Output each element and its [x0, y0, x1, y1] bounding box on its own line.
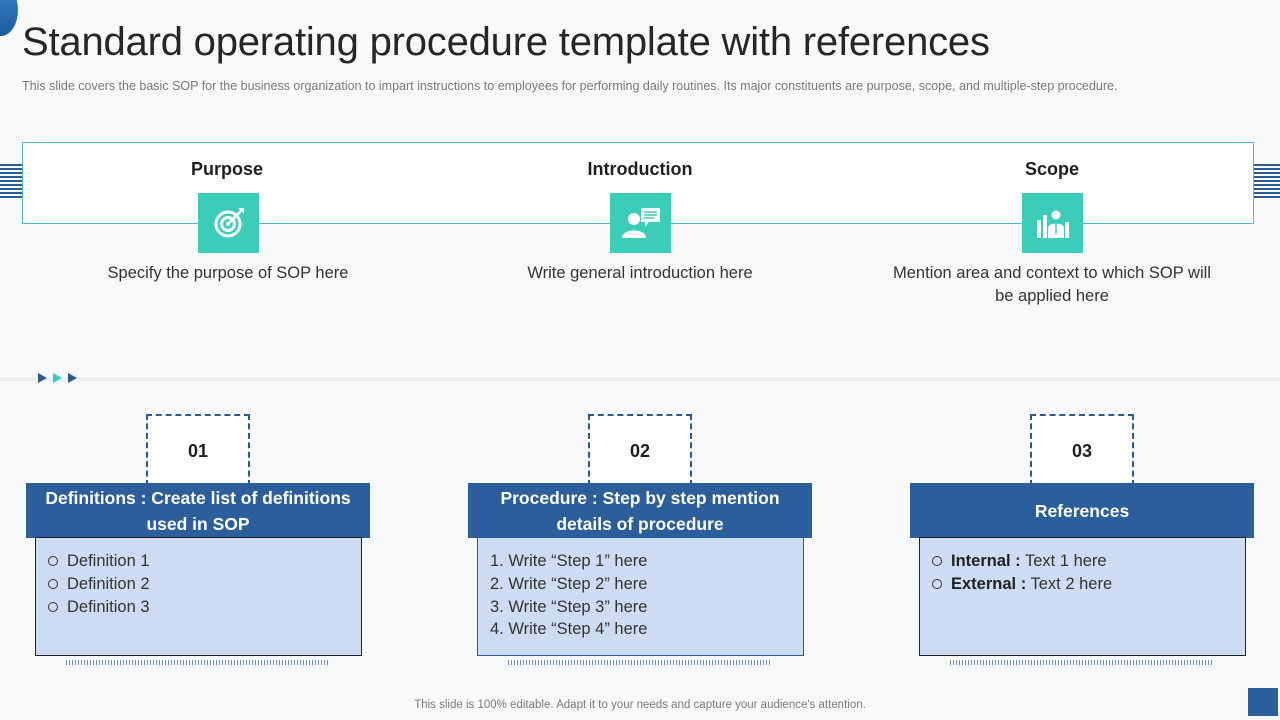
- section-divider: [0, 377, 1280, 381]
- target-icon: [198, 193, 259, 253]
- corner-decoration-circle: [0, 0, 18, 36]
- slide-title: Standard operating procedure template wi…: [22, 20, 990, 64]
- left-stripes-decoration: [0, 164, 24, 198]
- right-stripes-decoration: [1252, 164, 1280, 198]
- scope-heading: Scope: [1024, 159, 1080, 179]
- circle-bullet-icon: [48, 556, 58, 566]
- list-item: Internal : Text 1 here: [932, 550, 1233, 573]
- slide-subtitle: This slide covers the basic SOP for the …: [22, 79, 1118, 93]
- card-number-02: 02: [588, 414, 692, 486]
- procedure-card-body: 1. Write “Step 1” here 2. Write “Step 2”…: [477, 537, 804, 656]
- list-item: External : Text 2 here: [932, 573, 1233, 596]
- triangle-icon: [53, 373, 62, 383]
- list-item: 1. Write “Step 1” here: [490, 552, 648, 570]
- card-number-03: 03: [1030, 414, 1134, 486]
- scope-text: Mention area and context to which SOP wi…: [893, 264, 1211, 305]
- definitions-card-body: Definition 1 Definition 2 Definition 3: [35, 537, 362, 656]
- references-card-header: References: [910, 483, 1254, 538]
- list-item: Definition 3: [48, 596, 349, 619]
- footer-note: This slide is 100% editable. Adapt it to…: [414, 699, 866, 711]
- list-item: 3. Write “Step 3” here: [490, 597, 648, 616]
- introduction-heading: Introduction: [587, 159, 693, 179]
- circle-bullet-icon: [932, 556, 942, 566]
- purpose-heading: Purpose: [190, 159, 264, 179]
- circle-bullet-icon: [48, 601, 58, 612]
- triangle-icon: [38, 373, 47, 383]
- card-base-decoration: [66, 660, 330, 665]
- introduction-text: Write general introduction here: [527, 264, 753, 282]
- list-item: 2. Write “Step 2” here: [490, 574, 648, 593]
- list-item: Definition 1: [48, 550, 349, 573]
- arrow-decoration: [38, 373, 77, 383]
- team-chart-icon: [1022, 193, 1083, 253]
- references-card-body: Internal : Text 1 here External : Text 2…: [919, 537, 1246, 656]
- triangle-icon: [68, 373, 77, 383]
- circle-bullet-icon: [48, 578, 58, 589]
- card-base-decoration: [950, 660, 1214, 665]
- procedure-card-header: Procedure : Step by step mention details…: [468, 483, 812, 538]
- card-base-decoration: [508, 660, 772, 665]
- purpose-text: Specify the purpose of SOP here: [107, 264, 349, 282]
- list-item: Definition 2: [48, 573, 349, 596]
- list-item: 4. Write “Step 4” here: [490, 620, 648, 639]
- user-chat-icon: [610, 193, 671, 253]
- definitions-card-header: Definitions : Create list of definitions…: [26, 483, 370, 538]
- corner-decoration-square: [1248, 688, 1278, 716]
- card-number-01: 01: [146, 414, 250, 486]
- circle-bullet-icon: [932, 578, 942, 589]
